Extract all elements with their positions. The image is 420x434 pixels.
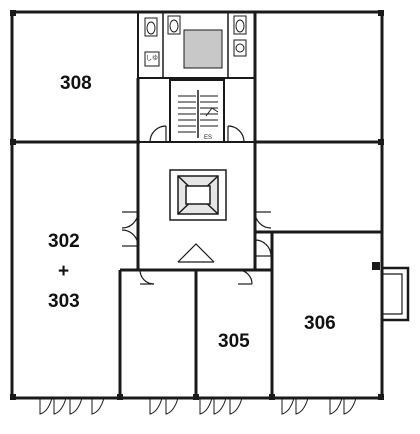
window-swings (39, 397, 357, 415)
columns (10, 10, 384, 400)
room-302-label: 302 (48, 231, 80, 252)
balcony (382, 266, 410, 322)
door-swings (121, 125, 272, 285)
elevator (169, 169, 227, 221)
room-303-label: 303 (48, 291, 80, 312)
stair-treads (178, 90, 219, 138)
room-306-label: 306 (304, 313, 336, 334)
room-308-label: 308 (60, 73, 92, 94)
restroom-block (137, 11, 256, 79)
stair-tag: ES (204, 135, 213, 141)
room-305-label: 305 (218, 331, 250, 352)
toilets (144, 15, 247, 67)
toilet-tag: しゆ (146, 56, 159, 62)
restroom-shaft (183, 29, 223, 69)
room-302-303-plus: + (58, 261, 70, 282)
